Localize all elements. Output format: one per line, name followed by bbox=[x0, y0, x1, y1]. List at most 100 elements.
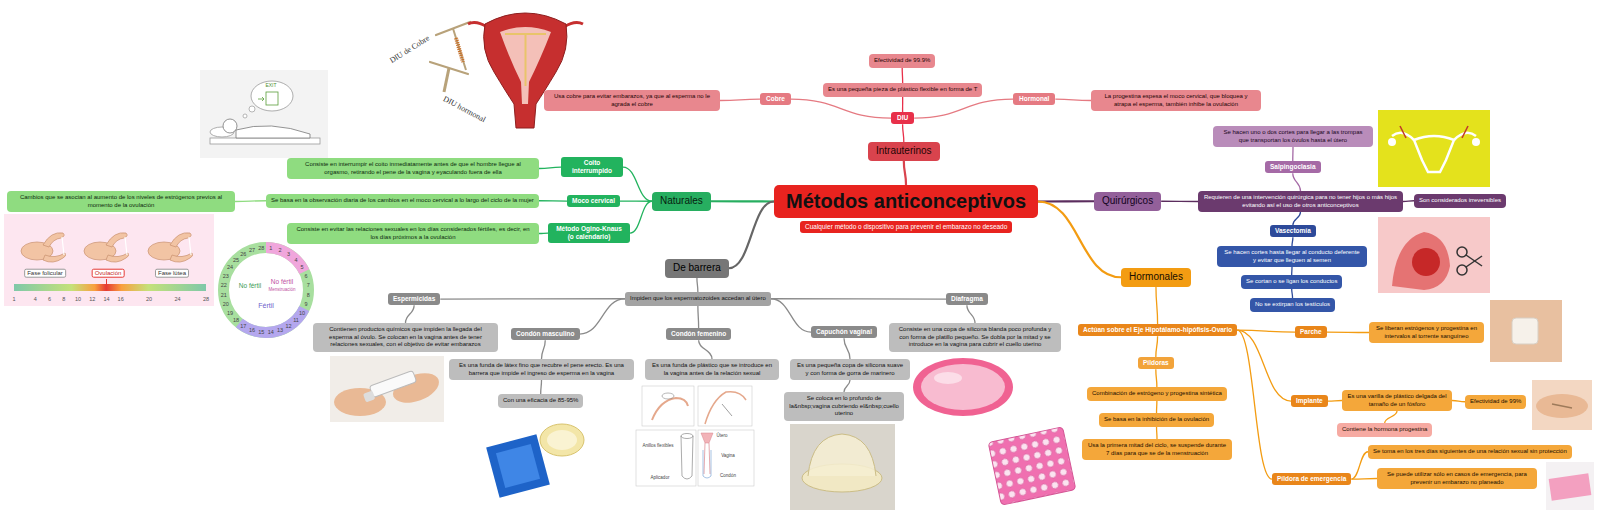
description-box: Con una eficacia de 85-95% bbox=[498, 394, 583, 408]
cycle-day-number: 9 bbox=[305, 301, 308, 307]
branch-connector bbox=[1156, 401, 1158, 414]
cervical-cap-photo bbox=[808, 434, 876, 476]
emergency-pill-photo bbox=[1549, 473, 1592, 500]
day-scale-number: 14 bbox=[103, 296, 109, 302]
cycle-wheel bbox=[224, 248, 309, 333]
branch-connector bbox=[406, 305, 415, 323]
subtopic-box: Moco cervical bbox=[567, 195, 620, 207]
figure-label: DIU hormonal bbox=[441, 95, 487, 125]
branch-connector bbox=[791, 99, 891, 118]
branch-connector bbox=[1328, 400, 1342, 402]
figure-label: Anillos flexibles bbox=[643, 444, 674, 449]
description-box: Consiste en evitar las relaciones sexual… bbox=[287, 223, 539, 244]
node-text: Condón masculino bbox=[516, 330, 575, 338]
day-scale-number: 24 bbox=[174, 296, 180, 302]
branch-connector bbox=[1156, 336, 1158, 357]
node-text: Consiste en una copa de silicona blanda … bbox=[894, 326, 1056, 349]
subtopic-box: Cobre bbox=[760, 93, 791, 105]
branch-connector bbox=[967, 305, 975, 323]
branch-connector bbox=[771, 299, 811, 332]
node-text: Se cortan o se ligan los conductos bbox=[1246, 278, 1337, 286]
figure-label: Aplicador bbox=[651, 476, 670, 481]
node-text: Intrauterinos bbox=[876, 145, 932, 158]
cycle-day-number: 23 bbox=[223, 273, 229, 279]
cycle-day-number: 17 bbox=[240, 323, 246, 329]
withdrawal-sketch bbox=[258, 97, 264, 101]
male-condom-photo bbox=[486, 424, 584, 498]
node-text: Consiste en interrumpir el coito inmedia… bbox=[292, 161, 534, 176]
day-scale-number: 12 bbox=[89, 296, 95, 302]
branch-connector bbox=[711, 200, 774, 202]
branch-connector bbox=[1156, 369, 1157, 387]
node-text: Son considerados irreversibles bbox=[1419, 197, 1501, 205]
node-text: Impiden que los espermatozoides accedan … bbox=[630, 295, 766, 303]
node-text: Consiste en evitar las relaciones sexual… bbox=[292, 226, 534, 241]
pill-blister-photo bbox=[988, 427, 1076, 505]
patch-photo bbox=[1490, 300, 1562, 362]
diaphragm-photo bbox=[913, 358, 1013, 416]
female-condom-figure bbox=[636, 430, 696, 486]
description-box: Contiene la hormona progestina bbox=[1337, 423, 1432, 437]
node-text: Efectividad de 99.9% bbox=[874, 57, 930, 65]
branch-connector bbox=[1351, 478, 1377, 480]
cycle-wheel bbox=[224, 248, 309, 333]
branch-connector bbox=[844, 338, 850, 359]
cervical-cap-photo bbox=[790, 424, 895, 510]
branch-connector bbox=[440, 298, 625, 300]
iud-illustration bbox=[444, 68, 449, 92]
female-condom-figure bbox=[705, 392, 746, 424]
branch-connector bbox=[771, 298, 946, 300]
node-text: De barrera bbox=[673, 262, 721, 275]
description-box: Se cortan o se ligan los conductos bbox=[1241, 275, 1342, 289]
mucus-phase-panel bbox=[106, 279, 107, 284]
branch-connector bbox=[720, 99, 760, 100]
node-text: Cobre bbox=[766, 95, 785, 103]
implant-photo bbox=[1536, 394, 1588, 418]
node-text: DIU bbox=[897, 114, 908, 122]
cycle-day-number: 11 bbox=[293, 317, 299, 323]
node-text: Es una pequeña pieza de plástico flexibl… bbox=[828, 86, 977, 94]
vasectomy-icon bbox=[1466, 256, 1482, 267]
tubal-ligation-icon bbox=[1400, 126, 1406, 138]
node-text: Contiene la hormona progestina bbox=[1342, 426, 1427, 434]
branch-connector bbox=[1237, 330, 1291, 401]
figure-label: Vagina bbox=[721, 454, 735, 459]
tubal-ligation-icon bbox=[1388, 138, 1396, 146]
subtopic-box: Espermicidas bbox=[388, 293, 440, 305]
cycle-day-number: 14 bbox=[268, 329, 274, 335]
branch-connector bbox=[729, 202, 774, 269]
branch-connector bbox=[1403, 200, 1414, 202]
branch-connector bbox=[1293, 212, 1301, 225]
node-text: Requieren de una intervención quirúrgica… bbox=[1203, 194, 1398, 209]
day-scale-number: 6 bbox=[48, 296, 51, 302]
cycle-wheel bbox=[224, 248, 309, 333]
day-scale-number: 16 bbox=[118, 296, 124, 302]
description-box: Se basa en la observación diaria de los … bbox=[266, 194, 539, 208]
diaphragm-photo bbox=[921, 364, 1005, 410]
spermicide-photo bbox=[330, 356, 444, 422]
mucus-phase-panel bbox=[21, 233, 66, 262]
branch-connector bbox=[1327, 331, 1369, 333]
node-text: Se toma en los tres días siguientes de u… bbox=[1373, 448, 1567, 456]
description-box: Efectividad de 99.9% bbox=[869, 54, 935, 68]
node-text: Es una funda de plástico que se introduc… bbox=[650, 362, 774, 377]
figure-label: Fértil bbox=[258, 302, 274, 310]
cycle-day-number: 21 bbox=[221, 292, 227, 298]
branch-connector bbox=[1292, 147, 1294, 161]
day-scale-number: 4 bbox=[34, 296, 37, 302]
branch-connector bbox=[699, 340, 712, 359]
node-text: Moco cervical bbox=[572, 197, 615, 205]
withdrawal-sketch bbox=[200, 70, 328, 158]
branch-connector bbox=[235, 200, 266, 202]
description-box: Consiste en una copa de silicona blanda … bbox=[889, 323, 1061, 352]
iud-illustration bbox=[525, 34, 527, 86]
branch-connector bbox=[1038, 202, 1121, 278]
description-box: Usa la primera mitad del ciclo, se suspe… bbox=[1082, 439, 1232, 460]
subtopic-box: Método Ogino-Knaus (o calendario) bbox=[548, 223, 630, 243]
tubal-ligation-icon bbox=[1472, 138, 1480, 146]
spermicide-photo bbox=[330, 356, 444, 422]
description-box: Se puede utilizar sólo en casos de emerg… bbox=[1377, 468, 1537, 489]
node-text: Combinación de estrógeno y progestina si… bbox=[1092, 390, 1222, 398]
female-condom-figure bbox=[701, 433, 713, 443]
